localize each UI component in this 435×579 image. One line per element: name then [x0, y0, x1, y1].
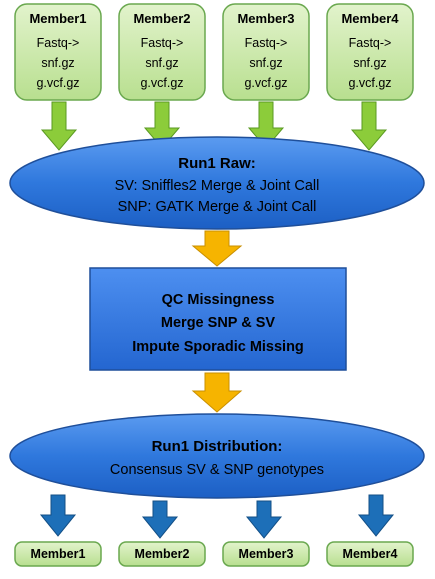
member-box-1: Member1 Fastq-> snf.gz g.vcf.gz: [14, 3, 102, 101]
output-member-3: Member3: [222, 541, 310, 567]
orange-arrow-icon: [191, 372, 243, 413]
run-dist-title: Run1 Distribution:: [152, 438, 283, 455]
qc-line-2: Merge SNP & SV: [161, 315, 275, 331]
green-arrow-icon: [350, 101, 388, 151]
output-member-1: Member1: [14, 541, 102, 567]
output-member-label: Member1: [31, 547, 86, 561]
member-line: g.vcf.gz: [244, 76, 287, 90]
run-raw-line-2: SNP: GATK Merge & Joint Call: [118, 199, 317, 215]
member-box-2: Member2 Fastq-> snf.gz g.vcf.gz: [118, 3, 206, 101]
blue-arrow-icon: [357, 494, 395, 537]
member-line: Fastq->: [245, 36, 288, 50]
member-title: Member2: [133, 11, 190, 26]
green-arrow-icon: [40, 101, 78, 151]
member-line: snf.gz: [145, 56, 178, 70]
member-line: g.vcf.gz: [348, 76, 391, 90]
output-member-label: Member2: [135, 547, 190, 561]
qc-line-3: Impute Sporadic Missing: [132, 339, 304, 355]
blue-arrow-icon: [39, 494, 77, 537]
blue-arrow-icon: [245, 500, 283, 539]
run-raw-title: Run1 Raw:: [178, 155, 256, 172]
qc-line-1: QC Missingness: [162, 292, 275, 308]
orange-arrow-icon: [191, 230, 243, 267]
run-dist-line-1: Consensus SV & SNP genotypes: [110, 462, 324, 478]
run-raw-ellipse: Run1 Raw: SV: Sniffles2 Merge & Joint Ca…: [9, 136, 425, 230]
member-box-3: Member3 Fastq-> snf.gz g.vcf.gz: [222, 3, 310, 101]
member-title: Member3: [237, 11, 294, 26]
output-member-4: Member4: [326, 541, 414, 567]
run-raw-line-1: SV: Sniffles2 Merge & Joint Call: [115, 178, 320, 194]
output-member-label: Member3: [239, 547, 294, 561]
member-title: Member1: [29, 11, 86, 26]
output-member-label: Member4: [343, 547, 398, 561]
qc-box: QC Missingness Merge SNP & SV Impute Spo…: [89, 267, 347, 371]
blue-arrow-icon: [141, 500, 179, 539]
member-line: snf.gz: [249, 56, 282, 70]
member-line: snf.gz: [353, 56, 386, 70]
run-dist-ellipse: Run1 Distribution: Consensus SV & SNP ge…: [9, 413, 425, 499]
member-line: snf.gz: [41, 56, 74, 70]
member-line: g.vcf.gz: [36, 76, 79, 90]
member-box-4: Member4 Fastq-> snf.gz g.vcf.gz: [326, 3, 414, 101]
member-line: Fastq->: [37, 36, 80, 50]
member-title: Member4: [341, 11, 399, 26]
member-line: Fastq->: [141, 36, 184, 50]
member-line: g.vcf.gz: [140, 76, 183, 90]
member-line: Fastq->: [349, 36, 392, 50]
output-member-2: Member2: [118, 541, 206, 567]
